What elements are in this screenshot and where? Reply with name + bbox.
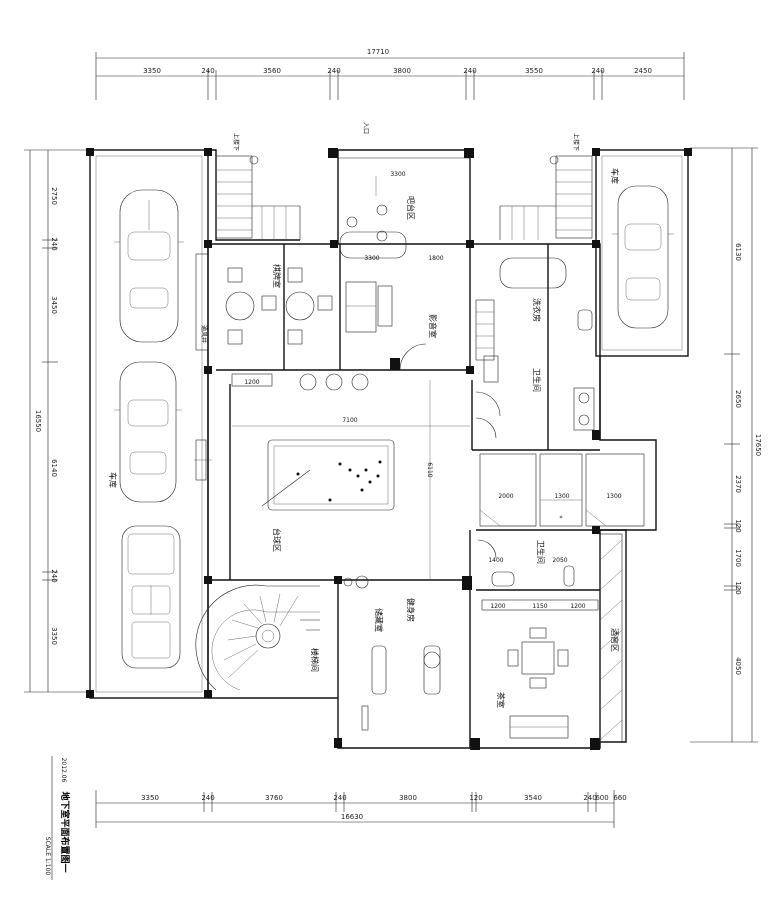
- top-dim-2: 240: [201, 67, 214, 75]
- top-dim-3: 3560: [263, 67, 281, 75]
- columns: [86, 148, 692, 750]
- billiard-area: 1200 7100 6110 台球区: [194, 373, 470, 580]
- room-stairs-label: 楼梯间: [310, 648, 320, 672]
- card-room: 棋牌室: [195, 253, 333, 351]
- right-dim-3: 2370: [734, 475, 742, 493]
- right-dim-5: 1700: [734, 549, 742, 567]
- right-dimensions: 6130 2650 2370 120 1700 120 4050 17650: [690, 147, 762, 743]
- title-block: 地下室平面布置图一 SCALE 1:100 2012.06: [44, 756, 71, 880]
- bottom-dim-8: 240: [583, 794, 596, 802]
- shelf-dim-3: 1200: [570, 603, 585, 610]
- gym: 健身房 储藏室: [343, 575, 441, 731]
- left-dimensions: 16550 2750 240 3450 6140 240 3350: [24, 149, 90, 693]
- walls: [89, 149, 689, 749]
- right-total-dim: 17650: [754, 434, 762, 456]
- room-billiard-label: 台球区: [272, 528, 282, 552]
- top-dim-7: 3550: [525, 67, 543, 75]
- room-bar-label: 吧台区: [406, 196, 416, 220]
- right-dim-6: 120: [734, 581, 742, 594]
- drawing-date: 2012.06: [60, 758, 67, 783]
- top-dim-6: 240: [463, 67, 476, 75]
- bottom-total-dim: 16630: [341, 813, 363, 821]
- closet-dim-1: 2000: [498, 493, 513, 500]
- room-cinema-label: 影音室: [428, 314, 438, 338]
- drawing-scale: SCALE 1:100: [44, 837, 51, 876]
- hall-width-dim: 7100: [342, 417, 357, 424]
- top-dim-4: 240: [327, 67, 340, 75]
- car-icon: [612, 185, 674, 329]
- bath-dim-1: 1400: [488, 557, 503, 564]
- bar-dim-left: 3300: [364, 255, 379, 262]
- bottom-dim-4: 240: [333, 794, 346, 802]
- hall-height-dim: 6110: [426, 462, 433, 477]
- bottom-dim-3: 3760: [265, 794, 283, 802]
- bath-dim-2: 2050: [552, 557, 567, 564]
- room-storage-label: 储藏室: [374, 608, 384, 632]
- small-shelf-dim: 1200: [244, 379, 259, 386]
- left-dim-1: 2750: [50, 187, 58, 205]
- right-dim-7: 4050: [734, 657, 742, 675]
- bottom-dim-6: 120: [469, 794, 482, 802]
- left-dim-6: 3350: [50, 627, 58, 645]
- right-dim-2: 2650: [734, 390, 742, 408]
- top-dim-9: 2450: [634, 67, 652, 75]
- left-dim-5: 240: [50, 569, 58, 582]
- room-tea-label: 茶室: [496, 692, 506, 708]
- center-mark: *: [560, 515, 563, 522]
- car-icon: [114, 361, 182, 503]
- top-dim-1: 3350: [143, 67, 161, 75]
- entry-label: 入口: [362, 122, 369, 134]
- bottom-dim-2: 240: [201, 794, 214, 802]
- top-dimensions: 17710 3350 240 3560 240 3800 240 3550 24…: [95, 48, 685, 100]
- left-dim-2: 240: [50, 237, 58, 250]
- shelf-dim-2: 1150: [532, 603, 547, 610]
- left-dim-4: 6140: [50, 459, 58, 477]
- room-gym-label: 健身房: [406, 598, 416, 622]
- up-left-label: 上楼下: [232, 133, 240, 151]
- left-dim-3: 3450: [50, 296, 58, 314]
- up-right-label: 上楼下: [572, 133, 580, 151]
- room-wine-label: 酒窖区: [610, 628, 620, 652]
- right-dim-1: 6130: [734, 243, 742, 261]
- room-garage-right-label: 车库: [610, 168, 620, 184]
- drawing-title: 地下室平面布置图一: [59, 791, 71, 872]
- car-icon: [121, 525, 181, 669]
- stairs-top-left: [215, 155, 301, 240]
- bottom-dim-5: 3800: [399, 794, 417, 802]
- cinema: 影音室: [345, 281, 438, 371]
- right-dim-4: 120: [734, 519, 742, 532]
- stairs-top-right: [499, 155, 593, 240]
- spiral-stair: [195, 584, 320, 691]
- bar-dim-right: 1800: [428, 255, 443, 262]
- bar-area: 3300 1800 3300 吧台区: [339, 171, 444, 262]
- room-small-bath-label: 卫生间: [536, 540, 546, 564]
- top-dim-5: 3800: [393, 67, 411, 75]
- vent-label: 通风井: [200, 325, 208, 343]
- closet-dim-2: 1300: [554, 493, 569, 500]
- bar-dim: 3300: [390, 171, 405, 178]
- room-bath-label: 卫生间: [532, 368, 542, 392]
- bath-wing: 卫生间 洗衣房: [475, 257, 595, 439]
- lower-right: 1400 2050 卫生间 1200 1150 1200 茶室 酒窖区: [481, 533, 623, 743]
- closet-dim-3: 1300: [606, 493, 621, 500]
- bottom-dim-7: 3540: [524, 794, 542, 802]
- room-card-label: 棋牌室: [272, 264, 282, 288]
- closets: 2000 1300 1300 *: [477, 453, 645, 559]
- top-total-dim: 17710: [367, 48, 389, 56]
- bottom-dim-9: 600: [595, 794, 608, 802]
- bottom-dim-10: 660: [613, 794, 626, 802]
- left-total-dim: 16550: [34, 410, 42, 432]
- bottom-dim-1: 3350: [141, 794, 159, 802]
- room-laundry-label: 洗衣房: [532, 298, 542, 322]
- room-garage-left-label: 车库: [108, 472, 118, 488]
- car-icon: [114, 189, 184, 343]
- bottom-dimensions: 3350 240 3760 240 3800 120 3540 240 600 …: [95, 790, 627, 828]
- shelf-dim-1: 1200: [490, 603, 505, 610]
- top-dim-8: 240: [591, 67, 604, 75]
